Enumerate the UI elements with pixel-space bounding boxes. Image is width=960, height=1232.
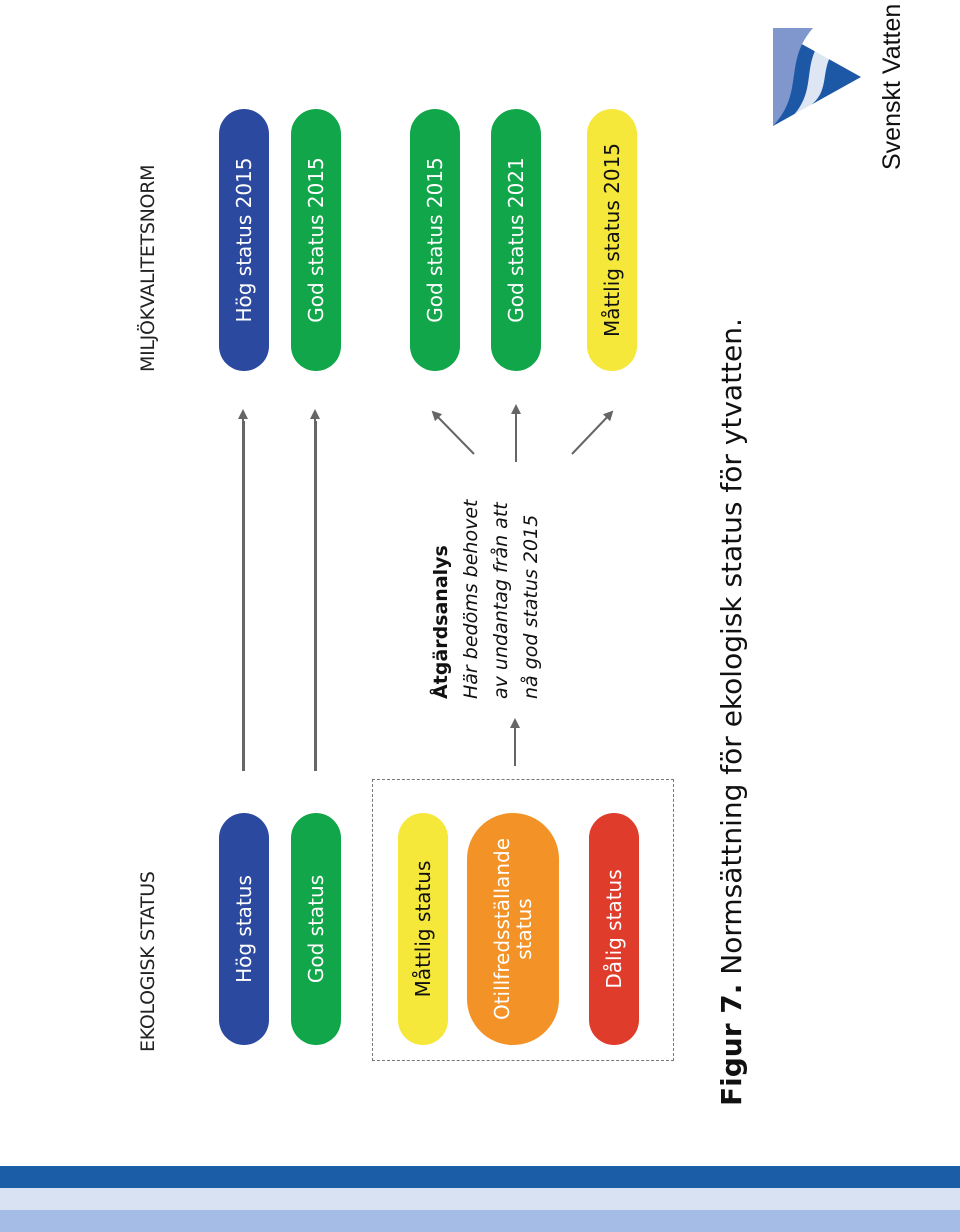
figure-caption: Figur 7. Normsättning för ekologisk stat… (715, 318, 748, 1106)
figure-caption-text: Normsättning för ekologisk status för yt… (715, 318, 748, 984)
brand-name: Svenskt Vatten (878, 3, 906, 170)
norm-pill-god-2015-b: God status 2015 (410, 109, 460, 371)
svenskt-vatten-logo-icon (773, 28, 861, 126)
norm-pill-god-2015-a: God status 2015 (291, 109, 341, 371)
footer-band-light (0, 1188, 960, 1210)
footer-band-mid (0, 1210, 960, 1232)
norm-pill-mattlig-2015: Måttlig status 2015 (587, 109, 637, 371)
arrow-to-mattlig-2015 (571, 410, 614, 455)
norm-pill-god-2021: God status 2021 (491, 109, 541, 371)
footer-band-dark (0, 1166, 960, 1188)
norm-pill-hog-2015: Hög status 2015 (219, 109, 269, 371)
figure-caption-label: Figur 7. (715, 983, 748, 1106)
arrow-to-god-2015 (431, 410, 475, 455)
